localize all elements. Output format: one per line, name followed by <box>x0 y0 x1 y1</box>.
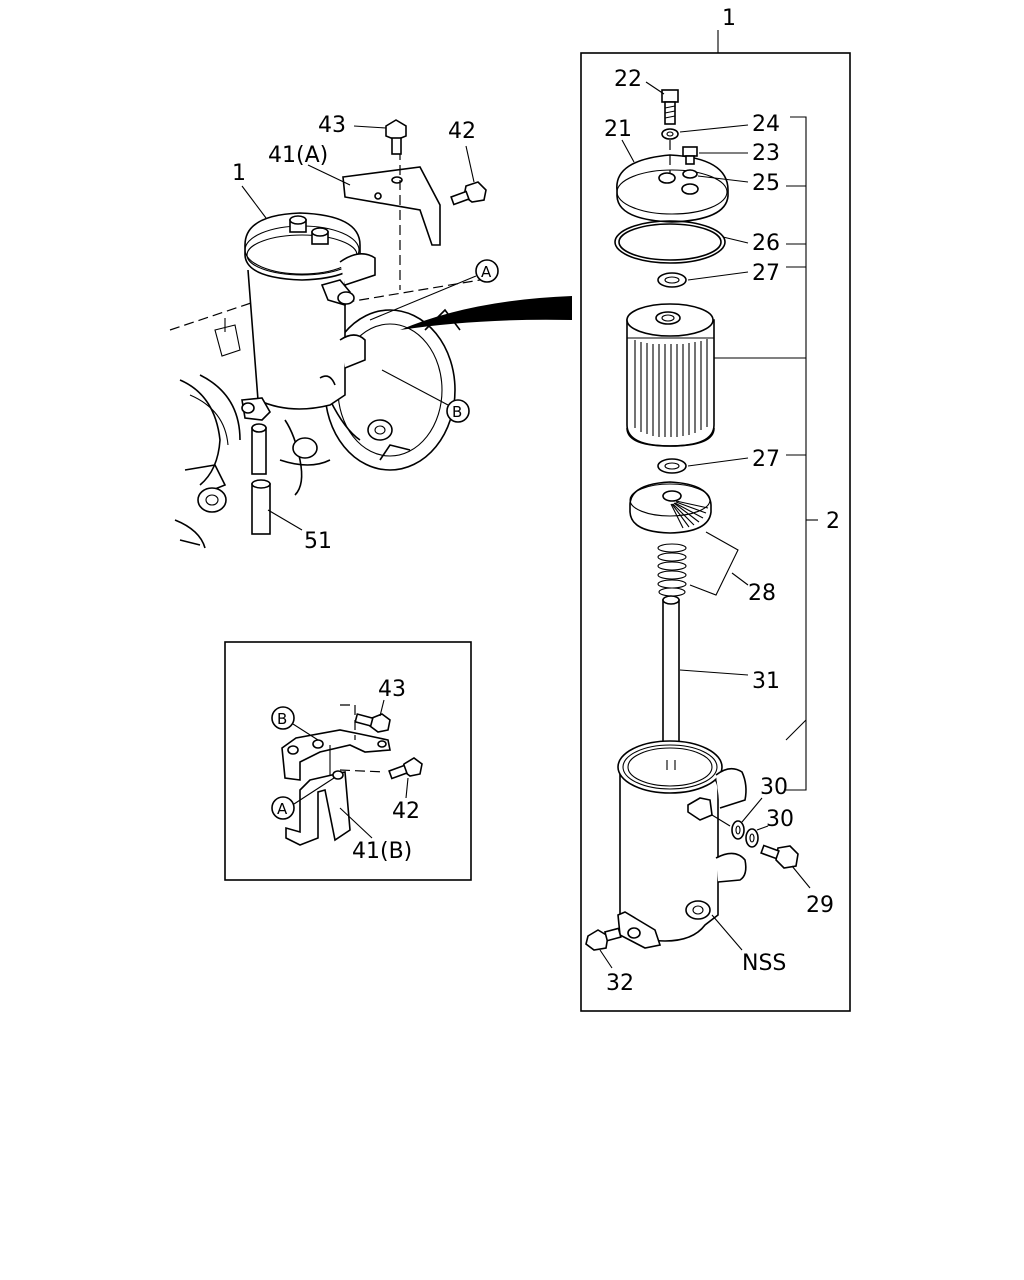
label-1-top: 1 <box>722 6 736 31</box>
callout-a-lower: A <box>271 796 295 820</box>
bolt-32-icon <box>585 927 622 951</box>
bracket-detail-inset <box>224 641 472 881</box>
washer-24-icon <box>661 128 679 140</box>
label-30-lower: 30 <box>766 807 794 832</box>
callout-a-upper: A <box>475 259 499 283</box>
svg-text:B: B <box>452 403 462 421</box>
label-24: 24 <box>752 112 780 137</box>
label-31: 31 <box>752 669 780 694</box>
plug-23-icon <box>682 146 698 165</box>
filter-cap-21-icon <box>616 140 729 223</box>
bolt-42-lower-icon <box>388 757 423 780</box>
washer-30b-icon <box>745 828 759 848</box>
svg-text:A: A <box>277 800 288 818</box>
hose-51-icon <box>251 423 271 535</box>
label-21: 21 <box>604 117 632 142</box>
label-43-lower: 43 <box>378 677 406 702</box>
label-41b: 41(B) <box>352 839 412 864</box>
kit-2-bracket <box>710 116 818 791</box>
bolt-42-upper-icon <box>450 181 487 206</box>
label-43-upper: 43 <box>318 113 346 138</box>
o-ring-26-icon <box>614 220 726 264</box>
label-51: 51 <box>304 529 332 554</box>
label-2: 2 <box>826 509 840 534</box>
washer-25-icon <box>682 169 698 179</box>
label-32: 32 <box>606 971 634 996</box>
filter-element-icon <box>626 303 715 447</box>
bolt-22-icon <box>661 89 679 125</box>
bolt-43-upper-icon <box>385 119 407 155</box>
seal-27-lower-icon <box>657 458 687 474</box>
label-29: 29 <box>806 893 834 918</box>
label-1-left: 1 <box>232 161 246 186</box>
exploded-view-frame <box>580 52 851 1012</box>
filter-housing-icon <box>617 740 747 949</box>
label-42-upper: 42 <box>448 119 476 144</box>
label-23: 23 <box>752 141 780 166</box>
svg-text:B: B <box>277 710 287 728</box>
bolt-43-lower-icon <box>354 713 391 733</box>
seal-27-upper-icon <box>657 272 687 288</box>
bolt-29-icon <box>760 844 799 869</box>
label-27-upper: 27 <box>752 261 780 286</box>
bracket-41a-icon <box>342 150 441 290</box>
callout-b-lower: B <box>271 706 295 730</box>
label-25: 25 <box>752 171 780 196</box>
detail-pointer <box>400 296 572 330</box>
label-27-lower: 27 <box>752 447 780 472</box>
label-22: 22 <box>614 67 642 92</box>
washer-30a-icon <box>731 820 745 840</box>
label-nss: NSS <box>742 951 786 976</box>
label-28: 28 <box>748 581 776 606</box>
callout-b-upper: B <box>446 399 470 423</box>
label-26: 26 <box>752 231 780 256</box>
label-42-lower: 42 <box>392 799 420 824</box>
spring-seat-28-icon <box>629 481 712 534</box>
label-30-upper: 30 <box>760 775 788 800</box>
spring-28-icon <box>657 543 687 597</box>
filter-assembly-icon <box>241 212 376 421</box>
label-41a: 41(A) <box>268 143 328 168</box>
svg-text:A: A <box>481 263 492 281</box>
bracket-41b-icon <box>281 729 391 846</box>
